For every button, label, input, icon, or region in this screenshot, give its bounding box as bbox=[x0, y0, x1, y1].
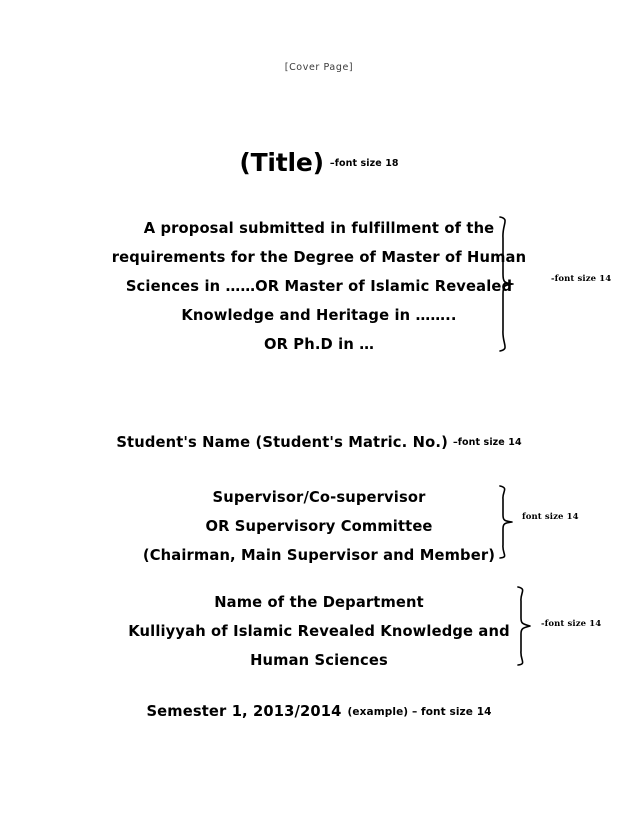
proposal-line: OR Ph.D in … bbox=[263, 336, 375, 353]
proposal-line: Sciences in ……OR Master of Islamic Revea… bbox=[125, 278, 513, 295]
student-font-size-note: –font size 14 bbox=[452, 437, 522, 448]
department-line: Human Sciences bbox=[250, 652, 388, 669]
supervisor-block: Supervisor/Co-supervisor OR Supervisory … bbox=[0, 483, 638, 570]
proposal-line: requirements for the Degree of Master of… bbox=[111, 249, 527, 266]
cover-page-marker: [Cover Page] bbox=[284, 62, 354, 73]
supervisor-brace-icon bbox=[498, 485, 520, 559]
supervisor-line: Supervisor/Co-supervisor bbox=[212, 489, 426, 506]
department-block: Name of the Department Kulliyyah of Isla… bbox=[0, 588, 638, 675]
supervisor-line: (Chairman, Main Supervisor and Member) bbox=[142, 547, 496, 564]
department-line: Name of the Department bbox=[214, 594, 424, 611]
proposal-brace-icon bbox=[498, 216, 522, 352]
semester-row: Semester 1, 2013/2014 (example) – font si… bbox=[0, 697, 638, 726]
supervisor-font-size-note: font size 14 bbox=[522, 512, 579, 522]
student-name-line: Student's Name (Student's Matric. No.) bbox=[116, 434, 448, 451]
document-title-row: (Title) –font size 18 bbox=[0, 148, 638, 177]
supervisor-line: OR Supervisory Committee bbox=[205, 518, 433, 535]
proposal-line: A proposal submitted in fulfillment of t… bbox=[143, 220, 495, 237]
student-name-row: Student's Name (Student's Matric. No.) –f… bbox=[0, 428, 638, 457]
semester-line: Semester 1, 2013/2014 bbox=[146, 703, 342, 720]
department-brace-icon bbox=[516, 586, 538, 666]
title-font-size-note: –font size 18 bbox=[329, 158, 399, 169]
department-font-size-note: -font size 14 bbox=[541, 619, 602, 629]
page-title: (Title) bbox=[239, 148, 324, 177]
proposal-font-size-note: -font size 14 bbox=[551, 274, 612, 284]
proposal-statement-block: A proposal submitted in fulfillment of t… bbox=[0, 214, 638, 359]
semester-font-size-note: (example) – font size 14 bbox=[347, 706, 492, 718]
department-line: Kulliyyah of Islamic Revealed Knowledge … bbox=[128, 623, 510, 640]
proposal-line: Knowledge and Heritage in …….. bbox=[181, 307, 457, 324]
